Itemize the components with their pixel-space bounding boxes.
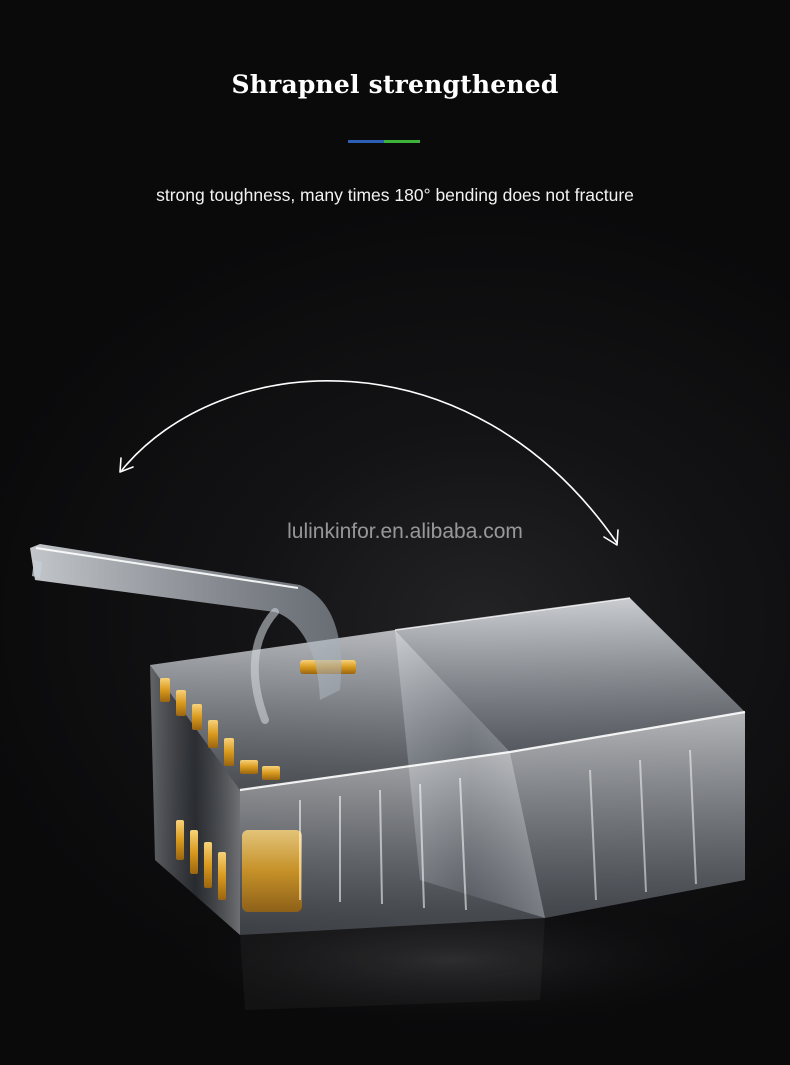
bend-arrow-icon [119,380,619,546]
headline: Shrapnel strengthened [231,70,559,99]
feature-description: strong toughness, many times 180° bendin… [156,185,634,205]
watermark: lulinkinfor.en.alibaba.com [287,520,523,543]
rj45-connector [30,544,746,935]
divider-right-segment [384,140,420,143]
divider-left-segment [348,140,384,143]
title-divider [348,140,420,143]
